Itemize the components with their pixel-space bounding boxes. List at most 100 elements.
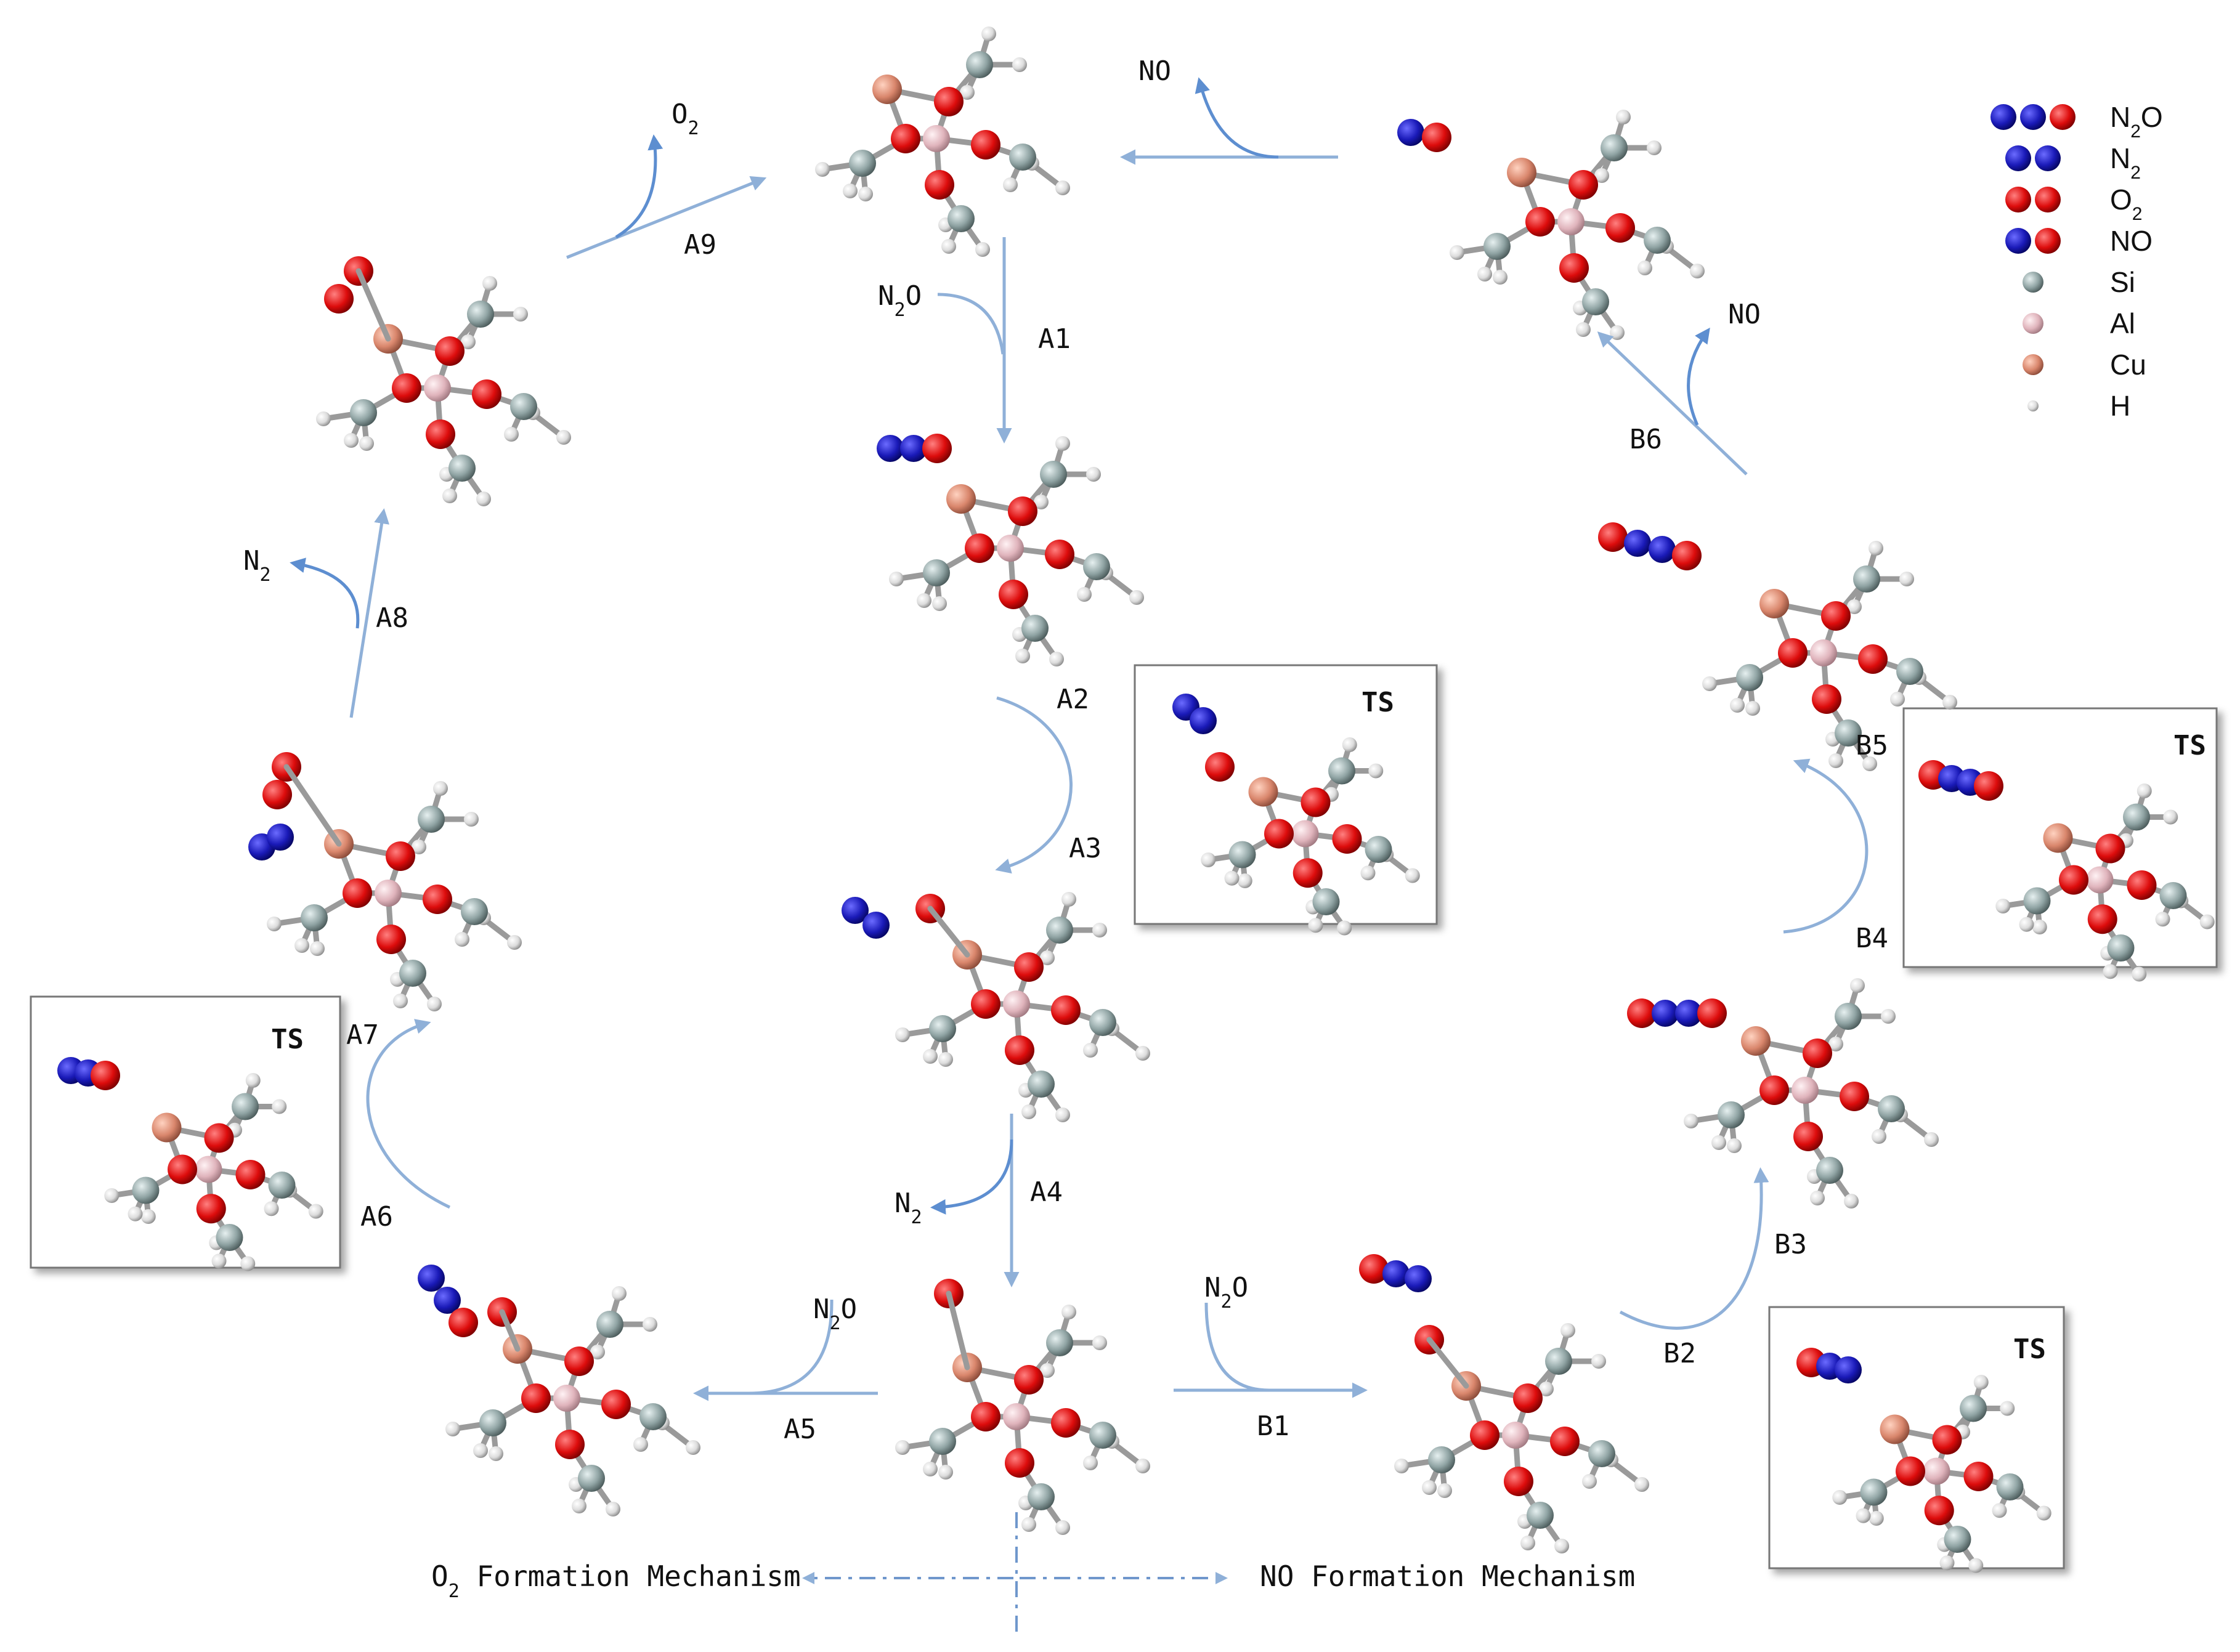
species-no-top: NO — [1138, 55, 1171, 87]
hydrogen-atom-icon — [1092, 923, 1107, 937]
hydrogen-atom-icon — [308, 1204, 323, 1219]
copper-atom-icon — [1759, 589, 1789, 618]
oxygen-atom-icon — [392, 373, 421, 403]
aluminum-atom-icon — [1792, 1077, 1819, 1104]
bond — [499, 1309, 521, 1352]
legend-label: Si — [2110, 266, 2135, 298]
arrow-a8 — [349, 508, 390, 718]
silicon-atom-icon — [510, 393, 537, 420]
oxygen-atom-icon — [1014, 952, 1044, 982]
hydrogen-atom-icon — [1634, 1477, 1649, 1492]
silicon-atom-icon — [1040, 461, 1067, 488]
hydrogen-atom-icon — [1201, 852, 1216, 867]
hydrogen-atom-icon — [482, 276, 497, 291]
oxygen-atom-icon — [235, 1160, 266, 1189]
aluminum-atom-icon — [923, 125, 950, 152]
hydrogen-atom-icon — [1049, 652, 1064, 666]
n-ball — [2035, 145, 2061, 171]
oxygen-atom-icon — [1778, 638, 1808, 668]
oxygen-atom-icon — [1292, 858, 1323, 888]
oxygen-atom-icon — [2087, 904, 2117, 934]
aluminum-atom-icon — [1557, 208, 1585, 235]
hydrogen-atom-icon — [1869, 541, 1883, 556]
arrow-a9-o2 — [615, 134, 663, 239]
hydrogen-atom-icon — [507, 935, 522, 950]
silicon-atom-icon — [966, 51, 993, 78]
hydrogen-atom-icon — [1869, 1511, 1884, 1526]
oxygen-atom-icon — [1014, 1365, 1044, 1395]
ts-chain-b4b5 — [1918, 760, 2003, 801]
silicon-atom-icon — [1860, 1478, 1888, 1506]
bond — [1426, 1337, 1469, 1389]
copper-atom-icon — [1741, 1026, 1771, 1056]
copper-atom-icon — [1507, 158, 1536, 187]
hydrogen-atom-icon — [1308, 918, 1323, 933]
oxygen-atom-icon — [1924, 1496, 1954, 1526]
hydrogen-atom-icon — [1690, 264, 1705, 278]
silicon-atom-icon — [268, 1172, 296, 1199]
hydrogen-atom-icon — [473, 1443, 488, 1458]
aluminum-atom-icon — [553, 1385, 580, 1412]
oxygen-atom-icon — [262, 780, 292, 809]
species-n2-a4: N2 — [895, 1188, 922, 1228]
n2o-molecule-icon — [1990, 104, 2076, 130]
silicon-atom-icon — [1228, 841, 1256, 869]
oxygen-atom-icon — [423, 885, 452, 914]
hydrogen-atom-icon — [2199, 914, 2215, 929]
silicon-atom-icon — [596, 1311, 623, 1338]
oxygen-atom-icon — [1812, 684, 1841, 714]
hydrogen-atom-icon — [917, 593, 931, 608]
oxygen-atom-icon — [1605, 213, 1635, 243]
hydrogen-atom-icon — [938, 1465, 953, 1480]
oxygen-atom-icon — [1264, 819, 1294, 849]
hydrogen-atom-icon — [1337, 920, 1352, 936]
hydrogen-atom-icon — [612, 1286, 627, 1301]
n2o-adsorbate-b1 — [1359, 1254, 1432, 1292]
silicon-atom-icon — [1312, 888, 1340, 915]
hydrogen-atom-icon — [1061, 1305, 1076, 1319]
legend-label: O2 — [2110, 184, 2142, 224]
aluminum-atom-icon — [195, 1156, 222, 1183]
silicon-atom-icon — [448, 455, 476, 482]
oxygen-atom-icon — [1504, 1467, 1533, 1496]
bond — [927, 905, 970, 958]
hydrogen-atom-icon — [843, 184, 858, 198]
hydrogen-atom-icon — [1832, 1490, 1848, 1505]
hydrogen-atom-icon — [1077, 587, 1092, 602]
copper-atom-icon — [2043, 823, 2073, 853]
n-atom-icon — [1397, 119, 1424, 146]
cluster-b5-product — [1702, 541, 1957, 771]
oxygen-atom-icon — [168, 1154, 197, 1184]
silicon-atom-icon — [1896, 658, 1923, 685]
oxygen-atom-icon — [1793, 1122, 1823, 1151]
hydrogen-atom-icon — [1973, 1375, 1989, 1390]
n-atom-icon — [1649, 536, 1676, 563]
hydrogen-atom-icon — [1995, 899, 2011, 913]
cluster-cuo — [895, 1305, 1150, 1535]
hydrogen-atom-icon — [981, 26, 996, 41]
silicon-atom-icon — [1028, 1071, 1055, 1098]
adsorbate-chain-b3 — [1627, 998, 1727, 1028]
hydrogen-atom-icon — [556, 430, 571, 445]
copper-atom-icon — [1248, 777, 1278, 807]
hydrogen-atom-icon — [272, 1099, 287, 1114]
n-atom-icon — [842, 897, 869, 924]
silicon-atom-icon — [1428, 1446, 1455, 1473]
oxygen-atom-icon — [1550, 1427, 1580, 1456]
n-atom-icon — [1190, 707, 1217, 734]
silicon-atom-icon — [929, 1428, 956, 1455]
hydrogen-atom-icon — [2103, 964, 2118, 979]
o2-formation-mechanism-title: O2 Formation Mechanism — [431, 1560, 801, 1602]
hydrogen-atom-icon — [1899, 572, 1914, 586]
hydrogen-atom-icon — [1828, 753, 1843, 768]
silicon-atom-icon — [479, 1409, 506, 1436]
silicon-atom-icon — [1718, 1101, 1745, 1128]
hydrogen-atom-icon — [1582, 1474, 1597, 1489]
hydrogen-atom-icon — [412, 840, 426, 854]
silicon-atom-icon — [132, 1176, 160, 1204]
o-ball — [2050, 104, 2076, 130]
hydrogen-atom-icon — [1828, 1037, 1843, 1051]
silicon-atom-icon — [1089, 1009, 1116, 1036]
hydrogen-atom-icon — [938, 1052, 953, 1067]
step-a9: A9 — [684, 229, 716, 261]
